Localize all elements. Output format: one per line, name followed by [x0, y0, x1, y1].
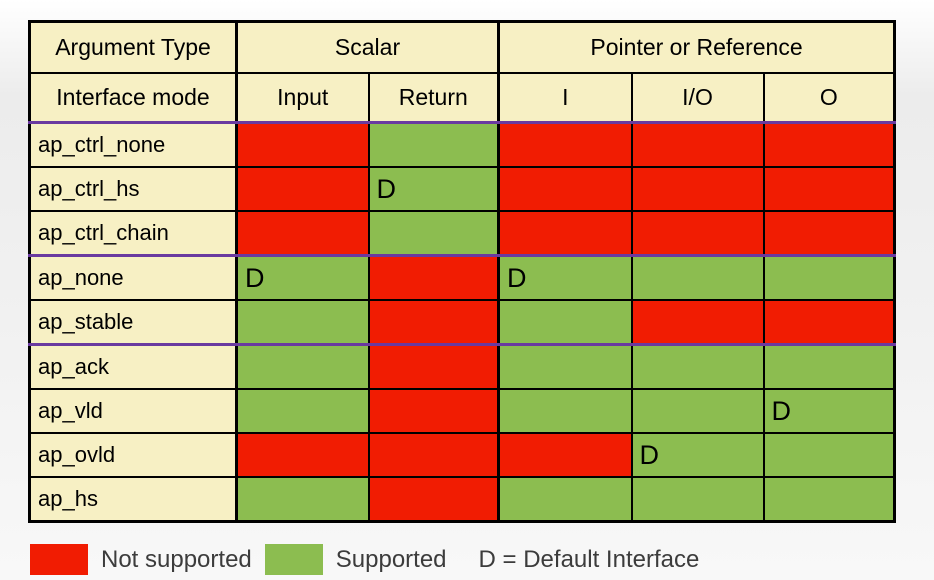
- support-cell: [630, 254, 765, 301]
- supported-swatch: [264, 544, 323, 575]
- support-cell: D: [497, 254, 633, 301]
- support-cell: [762, 299, 896, 346]
- support-cell: [235, 121, 370, 168]
- support-cell: [235, 476, 370, 523]
- legend: Not supported Supported D = Default Inte…: [30, 544, 699, 575]
- scalar-group-header: Scalar: [234, 20, 500, 74]
- support-cell: [630, 388, 765, 434]
- row-label: ap_none: [28, 254, 238, 301]
- support-cell: [762, 121, 896, 168]
- pointer-reference-group-header: Pointer or Reference: [497, 20, 896, 74]
- support-cell: [235, 166, 370, 212]
- support-cell: [630, 476, 765, 523]
- support-cell: [367, 388, 500, 434]
- interface-mode-header: Interface mode: [28, 72, 238, 124]
- row-label: ap_hs: [28, 476, 238, 523]
- row-label: ap_ctrl_chain: [28, 210, 238, 257]
- support-cell: [235, 210, 370, 257]
- support-cell: [762, 476, 896, 523]
- support-cell: [762, 254, 896, 301]
- support-cell: [497, 476, 633, 523]
- support-cell: [497, 299, 633, 346]
- column-header-i: I: [497, 72, 633, 124]
- support-cell: [630, 210, 765, 257]
- support-cell: [367, 254, 500, 301]
- row-label: ap_ctrl_hs: [28, 166, 238, 212]
- row-ap-hs: ap_hs: [28, 476, 896, 523]
- support-cell: [367, 476, 500, 523]
- support-cell: [497, 388, 633, 434]
- row-label: ap_stable: [28, 299, 238, 346]
- column-header-input: Input: [235, 72, 370, 124]
- not-supported-label: Not supported: [101, 545, 252, 573]
- support-cell: D: [630, 432, 765, 478]
- row-ap-ctrl-chain: ap_ctrl_chain: [28, 210, 896, 257]
- support-cell: D: [762, 388, 896, 434]
- row-ap-vld: ap_vld D: [28, 388, 896, 434]
- support-cell: [762, 432, 896, 478]
- support-cell: [762, 166, 896, 212]
- support-cell: [630, 343, 765, 390]
- support-cell: [235, 432, 370, 478]
- support-cell: [762, 210, 896, 257]
- support-cell: [497, 210, 633, 257]
- row-ap-ctrl-hs: ap_ctrl_hs D: [28, 166, 896, 212]
- support-matrix: Argument Type Scalar Pointer or Referenc…: [28, 20, 897, 523]
- support-cell: [762, 343, 896, 390]
- row-ap-stable: ap_stable: [28, 299, 896, 346]
- support-cell: [497, 166, 633, 212]
- support-cell: D: [367, 166, 500, 212]
- row-label: ap_vld: [28, 388, 238, 434]
- support-matrix-table: Argument Type Scalar Pointer or Referenc…: [28, 20, 897, 523]
- row-label: ap_ctrl_none: [28, 121, 238, 168]
- support-cell: [235, 343, 370, 390]
- support-cell: [367, 210, 500, 257]
- support-cell: [367, 121, 500, 168]
- header-row-groups: Argument Type Scalar Pointer or Referenc…: [28, 20, 896, 74]
- column-header-o: O: [762, 72, 896, 124]
- row-ap-ovld: ap_ovld D: [28, 432, 896, 478]
- support-cell: [367, 299, 500, 346]
- support-cell: D: [235, 254, 370, 301]
- support-cell: [235, 299, 370, 346]
- header-row-columns: Interface mode Input Return I I/O O: [28, 72, 896, 124]
- column-header-io: I/O: [630, 72, 765, 124]
- support-cell: [367, 432, 500, 478]
- row-label: ap_ovld: [28, 432, 238, 478]
- row-ap-none: ap_none D D: [28, 254, 896, 301]
- default-interface-note: D = Default Interface: [478, 545, 700, 573]
- row-ap-ack: ap_ack: [28, 343, 896, 390]
- support-cell: [497, 343, 633, 390]
- support-cell: [497, 121, 633, 168]
- not-supported-swatch: [30, 544, 88, 575]
- supported-label: Supported: [335, 545, 447, 573]
- argument-type-header: Argument Type: [28, 20, 238, 74]
- row-ap-ctrl-none: ap_ctrl_none: [28, 121, 896, 168]
- support-cell: [367, 343, 500, 390]
- row-label: ap_ack: [28, 343, 238, 390]
- support-cell: [235, 388, 370, 434]
- support-cell: [630, 299, 765, 346]
- support-cell: [497, 432, 633, 478]
- column-header-return: Return: [367, 72, 500, 124]
- support-cell: [630, 166, 765, 212]
- support-cell: [630, 121, 765, 168]
